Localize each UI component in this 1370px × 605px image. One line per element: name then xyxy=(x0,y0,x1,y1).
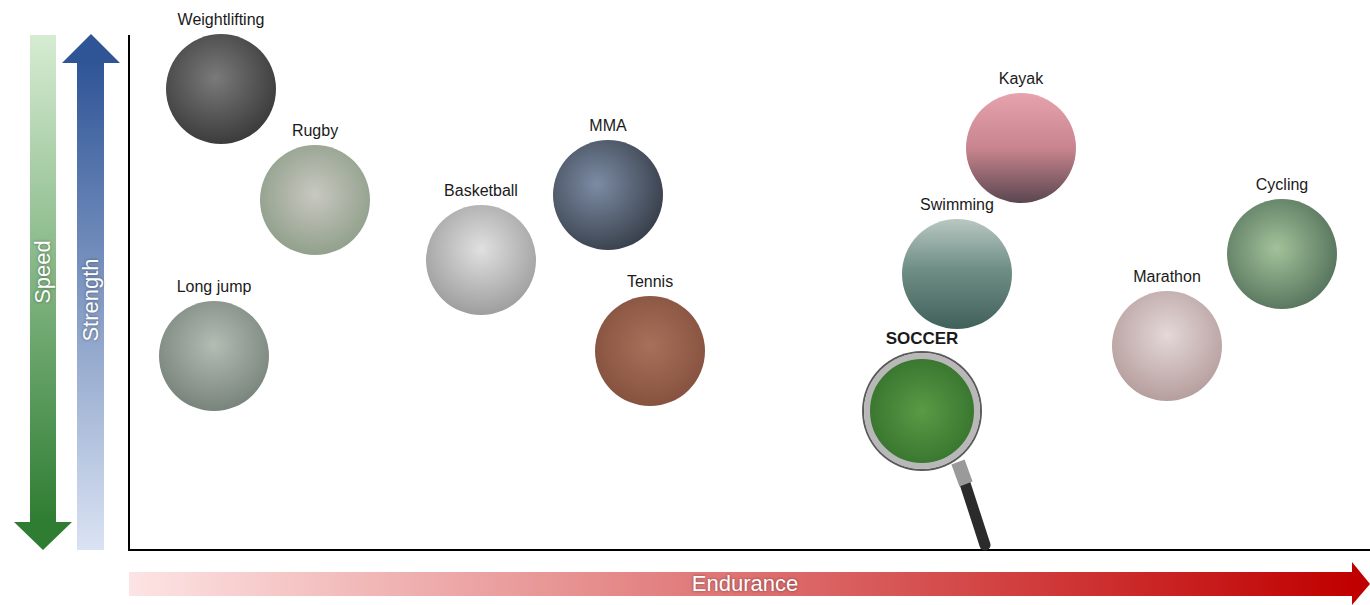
sport-label: Kayak xyxy=(942,69,1100,89)
sport-label: Long jump xyxy=(135,277,293,297)
sport-node: Rugby xyxy=(236,121,394,255)
sport-label: SOCCER xyxy=(843,329,1001,349)
sport-node: Tennis xyxy=(571,272,729,406)
sport-label: MMA xyxy=(529,116,687,136)
axis-label: Strength xyxy=(80,258,102,341)
sport-node: Kayak xyxy=(942,69,1100,203)
y-axis xyxy=(128,35,130,551)
sport-label: Basketball xyxy=(402,181,560,201)
photo-circle xyxy=(260,145,370,255)
x-axis xyxy=(128,549,1370,551)
magnifier-neck xyxy=(958,462,966,484)
photo-circle xyxy=(966,93,1076,203)
axis-label: Endurance xyxy=(692,573,798,595)
speed-arrow-bar xyxy=(30,35,56,523)
sport-label: Marathon xyxy=(1088,267,1246,287)
photo-circle xyxy=(426,205,536,315)
sport-node: Basketball xyxy=(402,181,560,315)
sport-node: Swimming xyxy=(878,195,1036,329)
photo-circle xyxy=(864,353,980,469)
sport-label: Cycling xyxy=(1203,175,1361,195)
sport-label: Rugby xyxy=(236,121,394,141)
speed-arrow-head xyxy=(14,522,72,550)
sport-label: Swimming xyxy=(878,195,1036,215)
sport-node: MMA xyxy=(529,116,687,250)
photo-circle xyxy=(1227,199,1337,309)
photo-circle xyxy=(553,140,663,250)
photo-circle xyxy=(902,219,1012,329)
sport-label: Tennis xyxy=(571,272,729,292)
endurance-arrow-head xyxy=(1352,562,1370,605)
sport-node: Cycling xyxy=(1203,175,1361,309)
sport-node: Weightlifting xyxy=(142,10,300,144)
sport-node: SOCCER xyxy=(843,329,1001,469)
sport-node: Marathon xyxy=(1088,267,1246,401)
photo-circle xyxy=(1112,291,1222,401)
photo-circle xyxy=(159,301,269,411)
strength-arrow-bar xyxy=(77,62,104,550)
endurance-arrow-bar xyxy=(129,572,1353,596)
photo-circle xyxy=(595,296,705,406)
photo-circle xyxy=(166,34,276,144)
strength-arrow-head xyxy=(62,34,120,63)
sport-node: Long jump xyxy=(135,277,293,411)
sport-label: Weightlifting xyxy=(142,10,300,30)
axis-label: Speed xyxy=(32,240,54,304)
